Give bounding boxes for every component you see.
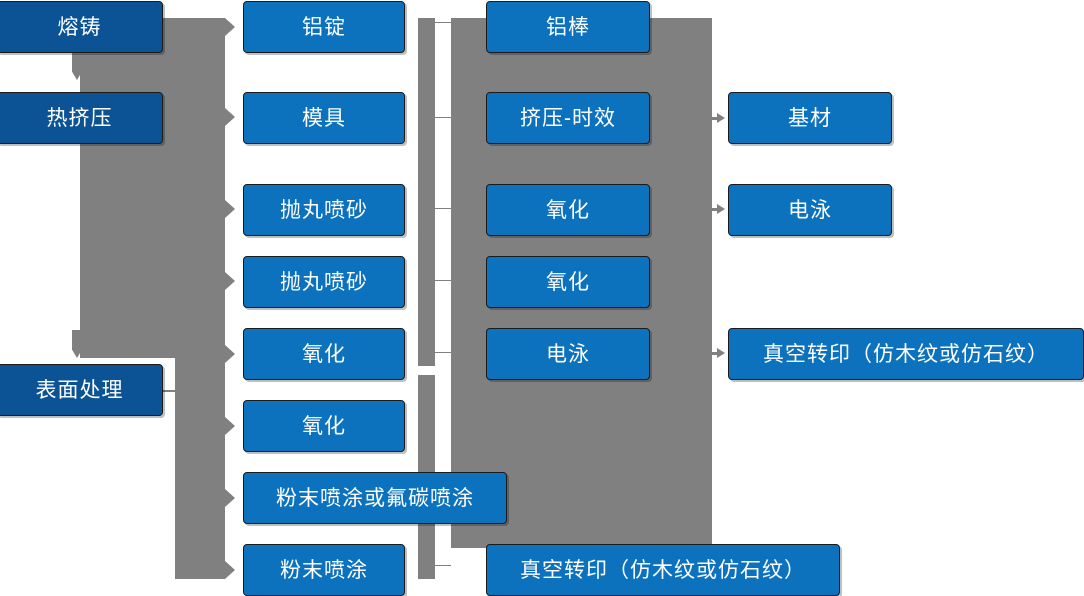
arrow-head: [717, 204, 725, 214]
tie-line-6: [435, 565, 451, 566]
stage-box-hot-extrusion[interactable]: 热挤压: [0, 92, 163, 144]
process-box-oxidation-3[interactable]: 氧化: [486, 184, 650, 236]
connector-bar-col2: [418, 18, 435, 366]
process-box-aluminum-bar[interactable]: 铝棒: [486, 1, 650, 53]
arrow-to-col2-5: [225, 345, 235, 363]
process-box-aluminum-ingot[interactable]: 铝锭: [243, 1, 405, 53]
process-box-powder-coating[interactable]: 粉末喷涂: [243, 544, 405, 596]
tie-line-1: [435, 22, 451, 23]
connector-notch-top: [72, 52, 82, 80]
arrow-stem: [703, 207, 717, 211]
process-box-vacuum-transfer-printing-1[interactable]: 真空转印（仿木纹或仿石纹）: [486, 544, 840, 596]
arrow-to-col2-1: [225, 18, 235, 36]
process-box-shot-blasting-1[interactable]: 抛丸喷砂: [243, 184, 405, 236]
process-box-electrophoresis-1[interactable]: 电泳: [486, 328, 650, 380]
arrow-to-col2-7: [225, 489, 235, 507]
arrow-to-col4-2: [703, 201, 725, 217]
process-box-mold[interactable]: 模具: [243, 92, 405, 144]
arrow-to-col4-3: [703, 345, 725, 361]
arrow-stem: [703, 351, 717, 355]
connector-notch-mid: [72, 330, 82, 358]
tie-line-5: [435, 352, 451, 353]
output-box-substrate[interactable]: 基材: [728, 92, 892, 144]
process-box-oxidation-1[interactable]: 氧化: [243, 328, 405, 380]
arrow-to-col4-1: [703, 110, 725, 126]
arrow-to-col2-6: [225, 417, 235, 435]
output-box-electrophoresis[interactable]: 电泳: [728, 184, 892, 236]
connector-trunk-lower: [175, 364, 225, 579]
arrow-head: [717, 113, 725, 123]
output-box-vacuum-transfer-printing[interactable]: 真空转印（仿木纹或仿石纹）: [728, 328, 1084, 380]
connector-step-cut: [80, 358, 175, 366]
connector-trunk-upper: [80, 18, 225, 364]
tie-line-4: [435, 280, 451, 281]
arrow-stem: [703, 116, 717, 120]
stage-box-surface-treatment[interactable]: 表面处理: [0, 364, 163, 416]
stage-box-casting[interactable]: 熔铸: [0, 1, 163, 53]
process-box-powder-or-fluorocarbon-coating[interactable]: 粉末喷涂或氟碳喷涂: [243, 472, 507, 524]
arrow-to-col2-2: [225, 108, 235, 126]
tie-line-2: [435, 117, 451, 118]
arrow-to-col2-8: [225, 561, 235, 579]
process-box-oxidation-4[interactable]: 氧化: [486, 256, 650, 308]
process-box-shot-blasting-2[interactable]: 抛丸喷砂: [243, 256, 405, 308]
connector-stub-surface: [163, 390, 177, 392]
arrow-head: [717, 348, 725, 358]
tie-line-3: [435, 208, 451, 209]
arrow-to-col2-4: [225, 272, 235, 290]
process-box-oxidation-2[interactable]: 氧化: [243, 400, 405, 452]
process-box-extrusion-aging[interactable]: 挤压-时效: [486, 92, 650, 144]
arrow-to-col2-3: [225, 200, 235, 218]
